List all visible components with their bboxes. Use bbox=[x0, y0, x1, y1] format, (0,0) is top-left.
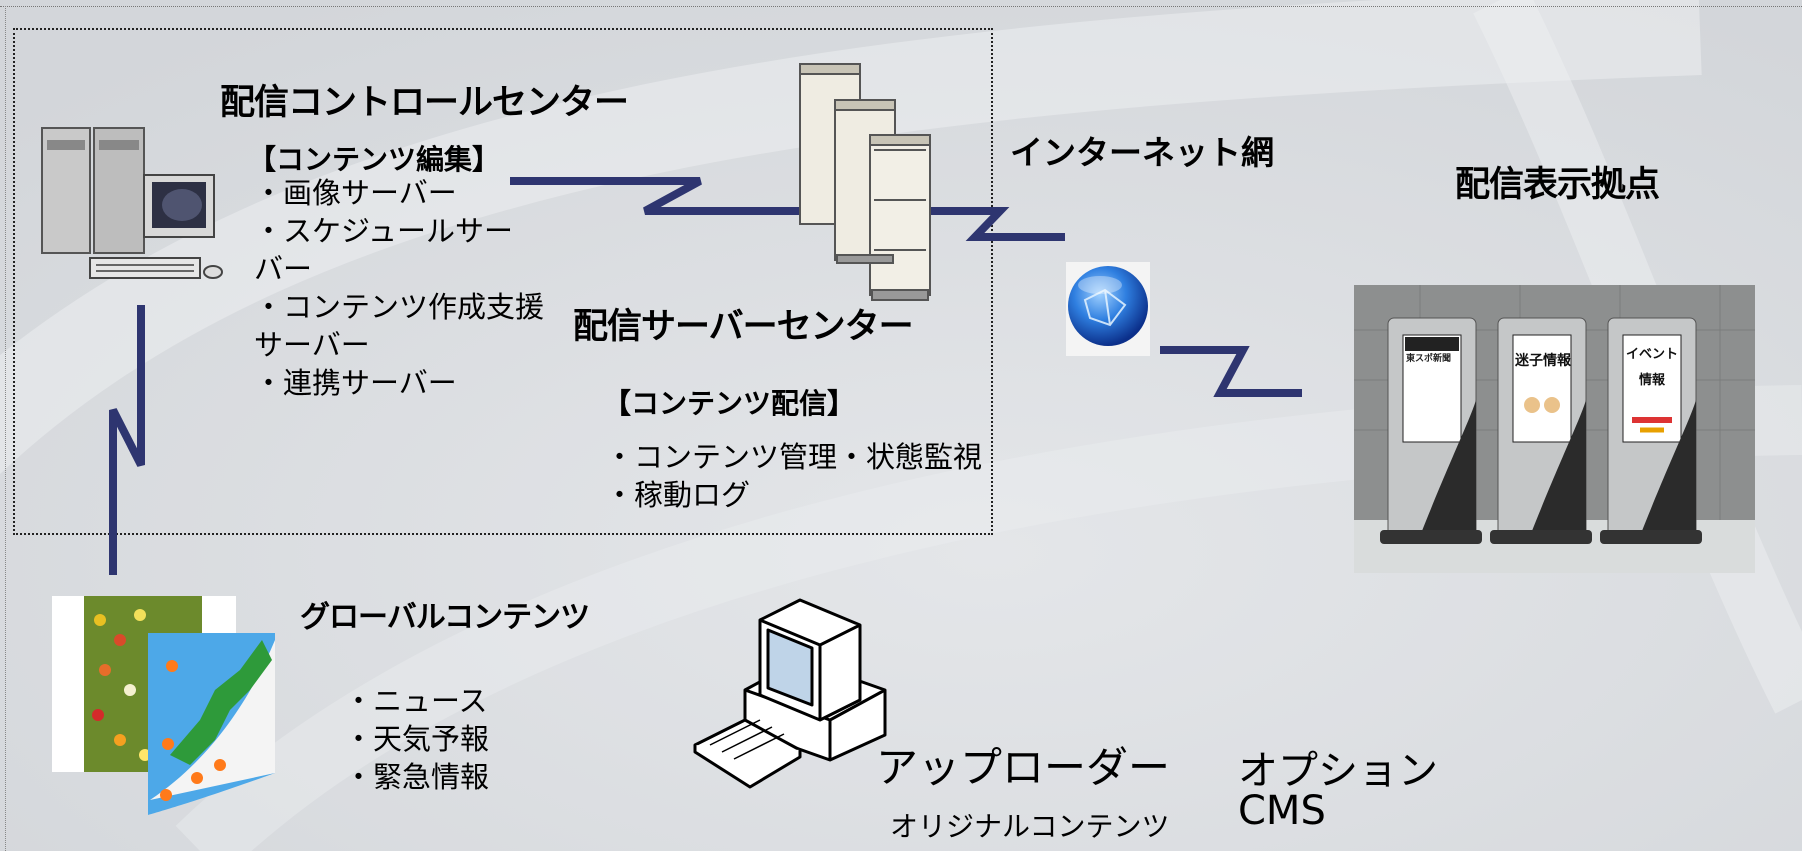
link-control-to-server bbox=[510, 177, 815, 215]
control-center-item: サーバー bbox=[254, 328, 370, 362]
server-center-section: 【コンテンツ配信】 bbox=[603, 387, 856, 420]
server-center-item: ・稼動ログ bbox=[605, 478, 751, 512]
link-internet-to-site bbox=[1160, 346, 1302, 397]
top-border bbox=[0, 0, 1802, 7]
server-center-item: ・コンテンツ管理・状態監視 bbox=[605, 440, 983, 474]
option-cms-label: CMS bbox=[1238, 788, 1326, 834]
control-center-group-box bbox=[13, 28, 993, 535]
display-site-title: 配信表示拠点 bbox=[1455, 165, 1660, 205]
global-contents-item: ・ニュース bbox=[344, 684, 488, 718]
server-center-items: ・コンテンツ管理・状態監視 ・稼動ログ bbox=[605, 438, 982, 514]
global-contents-items: ・ニュース ・天気予報 ・緊急情報 bbox=[344, 682, 489, 796]
server-center-title: 配信サーバーセンター bbox=[573, 307, 914, 347]
global-contents-item: ・天気予報 bbox=[344, 722, 490, 756]
uploader-subtitle: オリジナルコンテンツ bbox=[890, 810, 1170, 843]
control-center-item: バー bbox=[254, 252, 313, 286]
control-center-items: ・画像サーバー ・スケジュールサー バー ・コンテンツ作成支援 サーバー ・連携… bbox=[254, 174, 544, 402]
control-center-title: 配信コントロールセンター bbox=[220, 83, 629, 123]
kiosk-1-screen-text: 東スポ新聞 bbox=[1406, 354, 1452, 364]
left-border bbox=[5, 6, 7, 851]
control-center-item: ・連携サーバー bbox=[254, 366, 457, 400]
control-center-item: ・画像サーバー bbox=[254, 176, 457, 210]
option-label: オプション bbox=[1238, 748, 1438, 794]
kiosk-3-screen-text: イベント情報 bbox=[1625, 347, 1678, 388]
global-contents-title: グローバルコンテンツ bbox=[300, 600, 590, 635]
kiosk-2-screen-text: 迷子情報 bbox=[1515, 353, 1571, 369]
control-center-item: ・スケジュールサー bbox=[254, 214, 513, 248]
control-center-item: ・コンテンツ作成支援 bbox=[254, 290, 545, 324]
link-control-to-global bbox=[109, 305, 145, 575]
internet-label: インターネット網 bbox=[1010, 133, 1274, 172]
global-contents-item: ・緊急情報 bbox=[344, 760, 490, 794]
link-server-to-internet bbox=[930, 207, 1065, 241]
control-center-section: 【コンテンツ編集】 bbox=[248, 143, 501, 176]
uploader-title: アップローダー bbox=[876, 743, 1171, 792]
